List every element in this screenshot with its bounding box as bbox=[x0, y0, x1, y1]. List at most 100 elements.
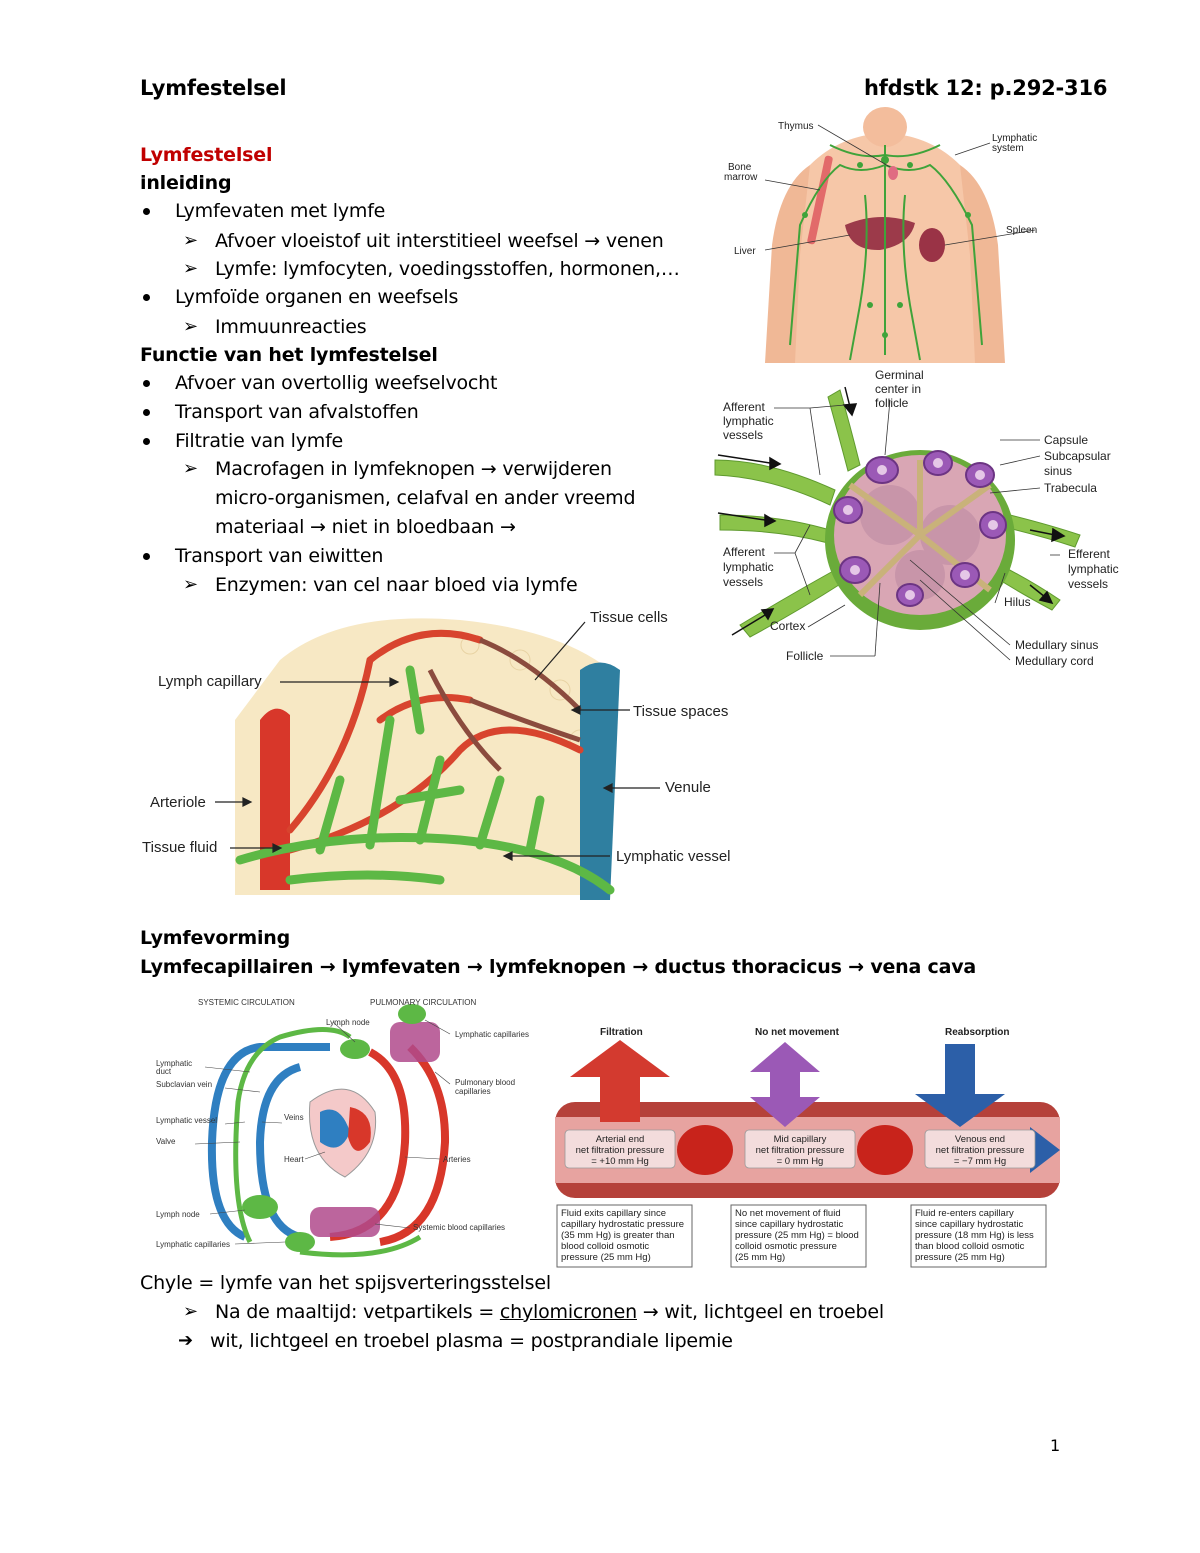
sub-bullet-text-cont: materiaal → niet in bloedbaan → bbox=[215, 516, 516, 538]
label-tissue-fluid: Tissue fluid bbox=[142, 839, 217, 856]
label-venule: Venule bbox=[665, 779, 711, 796]
label-hilus: Hilus bbox=[1004, 595, 1031, 609]
filtration-note-line: pressure (25 mm Hg) = blood bbox=[735, 1230, 859, 1241]
label-lymphatic-system: Lymphatic bbox=[992, 133, 1037, 144]
document-title: Lymfestelsel bbox=[140, 76, 287, 100]
bullet-text: Transport van afvalstoffen bbox=[175, 401, 419, 423]
chevron-arrow-icon: ➢ bbox=[183, 1301, 199, 1322]
filtration-up-arrow-icon bbox=[570, 1040, 670, 1122]
label-systemic-caps: Systemic blood capillaries bbox=[413, 1223, 505, 1232]
chevron-arrow-icon: ➢ bbox=[183, 458, 199, 479]
right-arrow-icon: → bbox=[466, 956, 483, 978]
label-afferent-top: Afferent bbox=[723, 400, 765, 414]
label-pulm-caps-2: capillaries bbox=[455, 1087, 491, 1096]
label-germinal-center-3: follicle bbox=[875, 396, 909, 410]
label-afferent-bottom-3: vessels bbox=[723, 575, 763, 589]
bullet-dot bbox=[143, 553, 150, 560]
label-tissue-spaces: Tissue spaces bbox=[633, 703, 728, 720]
label-bone: Bone bbox=[728, 162, 752, 173]
label-efferent: Efferent bbox=[1068, 547, 1110, 561]
filtration-note-line: colloid osmotic pressure bbox=[735, 1241, 837, 1252]
sub-bullet-text: Enzymen: van cel naar bloed via lymfe bbox=[215, 574, 578, 596]
chevron-arrow-icon: ➢ bbox=[183, 316, 199, 337]
sub-bullet-text: Na de maaltijd: vetpartikels = chylomicr… bbox=[215, 1301, 884, 1323]
label-subcapsular-2: sinus bbox=[1044, 464, 1072, 478]
label-subclavian: Subclavian vein bbox=[156, 1080, 212, 1089]
lymphatic-system-body-figure: Thymus Lymphatic system Bone marrow Sple… bbox=[724, 107, 1037, 363]
label-afferent-bottom-2: lymphatic bbox=[723, 560, 774, 574]
box-mid-line1: Mid capillary bbox=[774, 1134, 827, 1145]
label-lymphatic-vessel: Lymphatic vessel bbox=[156, 1116, 217, 1125]
chevron-arrow-icon: ➢ bbox=[183, 574, 199, 595]
bullet-dot bbox=[143, 438, 150, 445]
box-venous-line3: = −7 mm Hg bbox=[954, 1156, 1006, 1167]
box-venous-line1: Venous end bbox=[955, 1134, 1005, 1145]
section-heading-red: Lymfestelsel bbox=[140, 144, 273, 166]
right-arrow-icon: → bbox=[480, 458, 497, 480]
conclusion-text: wit, lichtgeel en troebel plasma = postp… bbox=[210, 1330, 733, 1352]
label-thymus: Thymus bbox=[778, 121, 814, 132]
page-number: 1 bbox=[1050, 1436, 1060, 1455]
label-arteriole: Arteriole bbox=[150, 794, 206, 811]
label-lymphatic-duct-2: duct bbox=[156, 1067, 172, 1076]
filtration-note-line: pressure (25 mm Hg) bbox=[561, 1252, 651, 1263]
sub-bullet-text: Lymfe: lymfocyten, voedingsstoffen, horm… bbox=[215, 258, 680, 280]
bullet-text: Transport van eiwitten bbox=[175, 545, 384, 567]
sub-bullet-text: Afvoer vloeistof uit interstitieel weefs… bbox=[215, 230, 664, 252]
right-arrow-icon: → bbox=[584, 230, 601, 252]
chevron-arrow-icon: ➢ bbox=[183, 258, 199, 279]
chyle-definition: Chyle = lymfe van het spijsverteringsste… bbox=[140, 1272, 551, 1294]
filtration-note-line: No net movement of fluid bbox=[735, 1208, 841, 1219]
filtration-note-line: pressure (25 mm Hg) bbox=[915, 1252, 1005, 1263]
label-lymphatic-vessel: Lymphatic vessel bbox=[616, 848, 731, 865]
label-systemic-circulation: SYSTEMIC CIRCULATION bbox=[198, 998, 295, 1007]
box-arterial-line3: = +10 mm Hg bbox=[591, 1156, 649, 1167]
flow-direction-arrow-icon bbox=[1030, 1127, 1060, 1173]
box-arterial-line2: net filtration pressure bbox=[576, 1145, 665, 1156]
label-filtration: Filtration bbox=[600, 1027, 643, 1038]
bullet-text: Filtratie van lymfe bbox=[175, 430, 344, 452]
filtration-note-line: (25 mm Hg) bbox=[735, 1252, 785, 1263]
lymph-capillary-figure: Tissue cells Lymph capillary Tissue spac… bbox=[142, 609, 731, 900]
label-spleen: Spleen bbox=[1006, 225, 1037, 236]
label-liver: Liver bbox=[734, 246, 756, 257]
filtration-note-line: Fluid re-enters capillary bbox=[915, 1208, 1014, 1219]
label-tissue-cells: Tissue cells bbox=[590, 609, 668, 626]
label-afferent-top-3: vessels bbox=[723, 428, 763, 442]
filtration-figure: Filtration No net movement Reabsorption … bbox=[555, 1027, 1060, 1268]
label-pulmonary-circulation: PULMONARY CIRCULATION bbox=[370, 998, 476, 1007]
box-mid-line3: = 0 mm Hg bbox=[777, 1156, 824, 1167]
filtration-note-line: than blood colloid osmotic bbox=[915, 1241, 1025, 1252]
label-marrow: marrow bbox=[724, 172, 758, 183]
subheading-inleiding: inleiding bbox=[140, 172, 232, 194]
label-lymph-node-top: Lymph node bbox=[326, 1018, 370, 1027]
label-lymphatic-system-2: system bbox=[992, 143, 1024, 154]
filtration-note-line: since capillary hydrostatic bbox=[915, 1219, 1023, 1230]
label-subcapsular: Subcapsular bbox=[1044, 449, 1111, 463]
chylomicronen-term: chylomicronen bbox=[499, 1301, 637, 1323]
filtration-note-line: capillary hydrostatic pressure bbox=[561, 1219, 684, 1230]
label-lymphatic-duct: Lymphatic bbox=[156, 1059, 192, 1068]
bullet-dot bbox=[143, 294, 150, 301]
box-venous-line2: net filtration pressure bbox=[936, 1145, 1025, 1156]
label-follicle: Follicle bbox=[786, 649, 824, 663]
filtration-note-line: (35 mm Hg) is greater than bbox=[561, 1230, 675, 1241]
label-arteries: Arteries bbox=[443, 1155, 471, 1164]
label-heart: Heart bbox=[284, 1155, 304, 1164]
sub-bullet-text: Macrofagen in lymfeknopen → verwijderen bbox=[215, 458, 612, 480]
bullet-dot bbox=[143, 409, 150, 416]
label-efferent-2: lymphatic bbox=[1068, 562, 1119, 576]
right-arrow-icon: → bbox=[319, 956, 336, 978]
sub-bullet-text: Immuunreacties bbox=[215, 316, 367, 338]
label-lymph-caps-bottom: Lymphatic capillaries bbox=[156, 1240, 230, 1249]
right-arrow-icon: → bbox=[848, 956, 864, 978]
circulation-figure: SYSTEMIC CIRCULATION PULMONARY CIRCULATI… bbox=[156, 998, 529, 1258]
section-heading: Functie van het lymfestelsel bbox=[140, 344, 438, 366]
label-lymph-node-bottom: Lymph node bbox=[156, 1210, 200, 1219]
right-arrow-icon: → bbox=[499, 516, 516, 538]
label-afferent-bottom: Afferent bbox=[723, 545, 765, 559]
chapter-reference: hfdstk 12: p.292-316 bbox=[864, 76, 1108, 100]
sub-bullet-text-cont: micro-organismen, celafval en ander vree… bbox=[215, 487, 636, 509]
filtration-note-line: pressure (18 mm Hg) is less bbox=[915, 1230, 1034, 1241]
bullet-text: Lymfoïde organen en weefsels bbox=[175, 286, 459, 308]
